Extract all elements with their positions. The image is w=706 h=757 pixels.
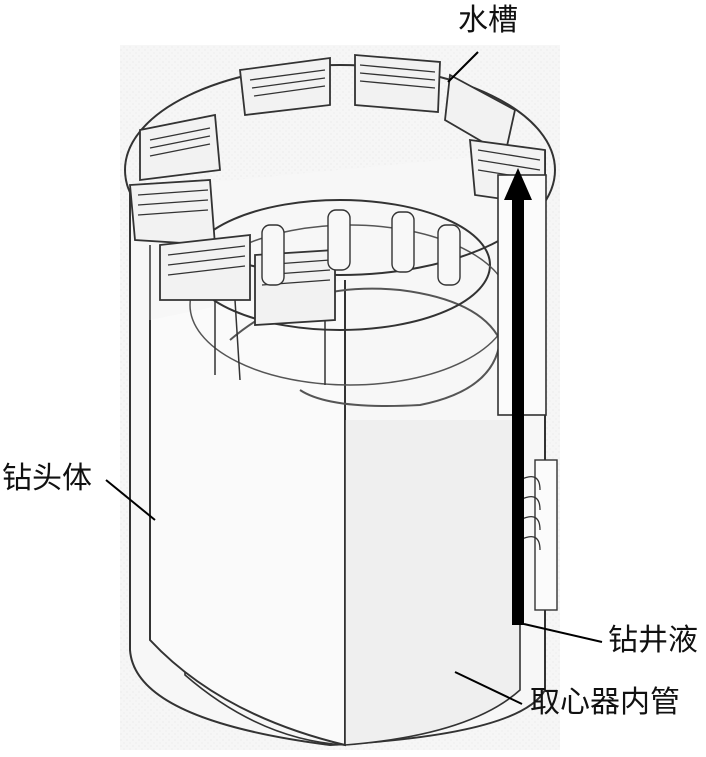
crown-segment	[159, 233, 251, 301]
inner-pillars	[261, 209, 461, 286]
core-inner-tube	[344, 420, 521, 746]
arrow-head	[504, 168, 532, 200]
leader-water-channel	[447, 51, 479, 83]
leader-drilling-fluid	[523, 623, 603, 643]
crown-segment	[139, 113, 221, 182]
label-water-channel: 水槽	[458, 3, 518, 38]
flute-lines	[149, 245, 326, 385]
crown-segment	[354, 54, 441, 113]
segment-grooves	[137, 64, 541, 286]
leader-inner-tube	[454, 671, 523, 705]
arrow-shaft	[512, 195, 524, 625]
label-core-inner-tube: 取心器内管	[530, 685, 680, 720]
crown-segments	[129, 54, 546, 326]
bit-body-cutaway-panel	[149, 280, 346, 747]
fluid-channel-lower-wall	[534, 459, 558, 611]
channel-ribs	[519, 476, 541, 551]
leader-lines	[105, 51, 603, 705]
drilling-fluid-arrow	[504, 168, 532, 625]
crown-top-ellipse	[124, 64, 556, 276]
bit-bottom-ring	[184, 640, 346, 746]
label-bit-body: 钻头体	[2, 461, 92, 496]
leader-bit-body	[105, 479, 156, 521]
label-drilling-fluid: 钻井液	[608, 623, 698, 658]
